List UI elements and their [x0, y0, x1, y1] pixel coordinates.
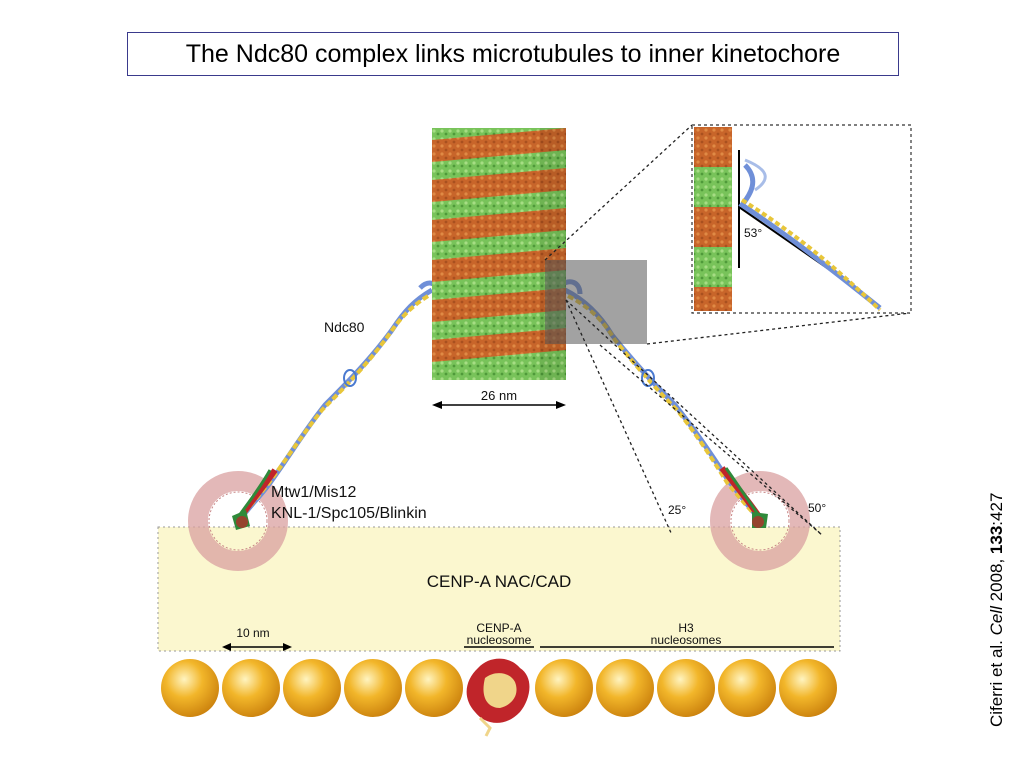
label-h3: H3	[678, 621, 694, 635]
nucleosome-h3	[596, 659, 654, 717]
label-h3-nucleosomes: nucleosomes	[651, 633, 722, 647]
microtubule	[432, 128, 566, 380]
label-angle-50: 50°	[808, 501, 826, 515]
zoom-lines	[544, 124, 911, 536]
nucleosome-h3	[779, 659, 837, 717]
width-arrow	[432, 401, 566, 409]
nucleosome-h3	[283, 659, 341, 717]
slide-title: The Ndc80 complex links microtubules to …	[127, 32, 899, 76]
nucleosome-h3	[657, 659, 715, 717]
nucleosome-h3	[718, 659, 776, 717]
label-angle-53: 53°	[744, 226, 762, 240]
label-knl1: KNL-1/Spc105/Blinkin	[271, 505, 427, 522]
nucleosome-h3	[344, 659, 402, 717]
label-angle-25: 25°	[668, 503, 686, 517]
left-ndc80-complex	[232, 280, 443, 530]
nucleosome-h3	[161, 659, 219, 717]
nucleosome-h3	[535, 659, 593, 717]
left-ring	[188, 471, 288, 571]
cenp-a-nucleosome	[466, 658, 530, 737]
right-ring	[710, 471, 810, 571]
nucleosome-h3	[222, 659, 280, 717]
label-10nm: 10 nm	[236, 626, 269, 640]
label-nucleosome: nucleosome	[467, 633, 532, 647]
scale-bar-10nm	[222, 643, 292, 651]
label-26nm: 26 nm	[481, 388, 517, 403]
label-mtw1-mis12: Mtw1/Mis12	[271, 484, 356, 501]
label-cenp-a-nac: CENP-A NAC/CAD	[427, 572, 572, 591]
label-ndc80: Ndc80	[324, 319, 365, 335]
label-cenp-a: CENP-A	[476, 621, 521, 635]
nucleosome-h3	[405, 659, 463, 717]
inset-zoom-box	[691, 124, 912, 314]
nucleosome-row	[161, 658, 837, 737]
highlight-box	[545, 260, 647, 344]
